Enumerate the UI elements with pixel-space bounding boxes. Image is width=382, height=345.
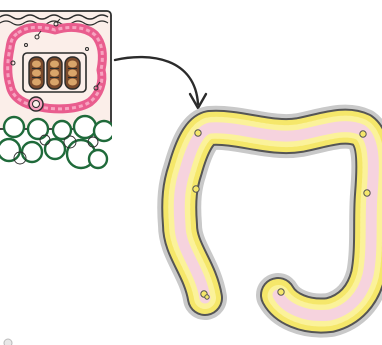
villi-cluster bbox=[23, 53, 86, 92]
tissue-cross-section bbox=[0, 11, 114, 168]
colon-illustration bbox=[179, 127, 373, 316]
cropped-marker bbox=[4, 339, 12, 345]
gland-target bbox=[29, 97, 43, 111]
curved-arrow-icon bbox=[115, 57, 206, 108]
submucosa-bubbles bbox=[0, 116, 114, 168]
